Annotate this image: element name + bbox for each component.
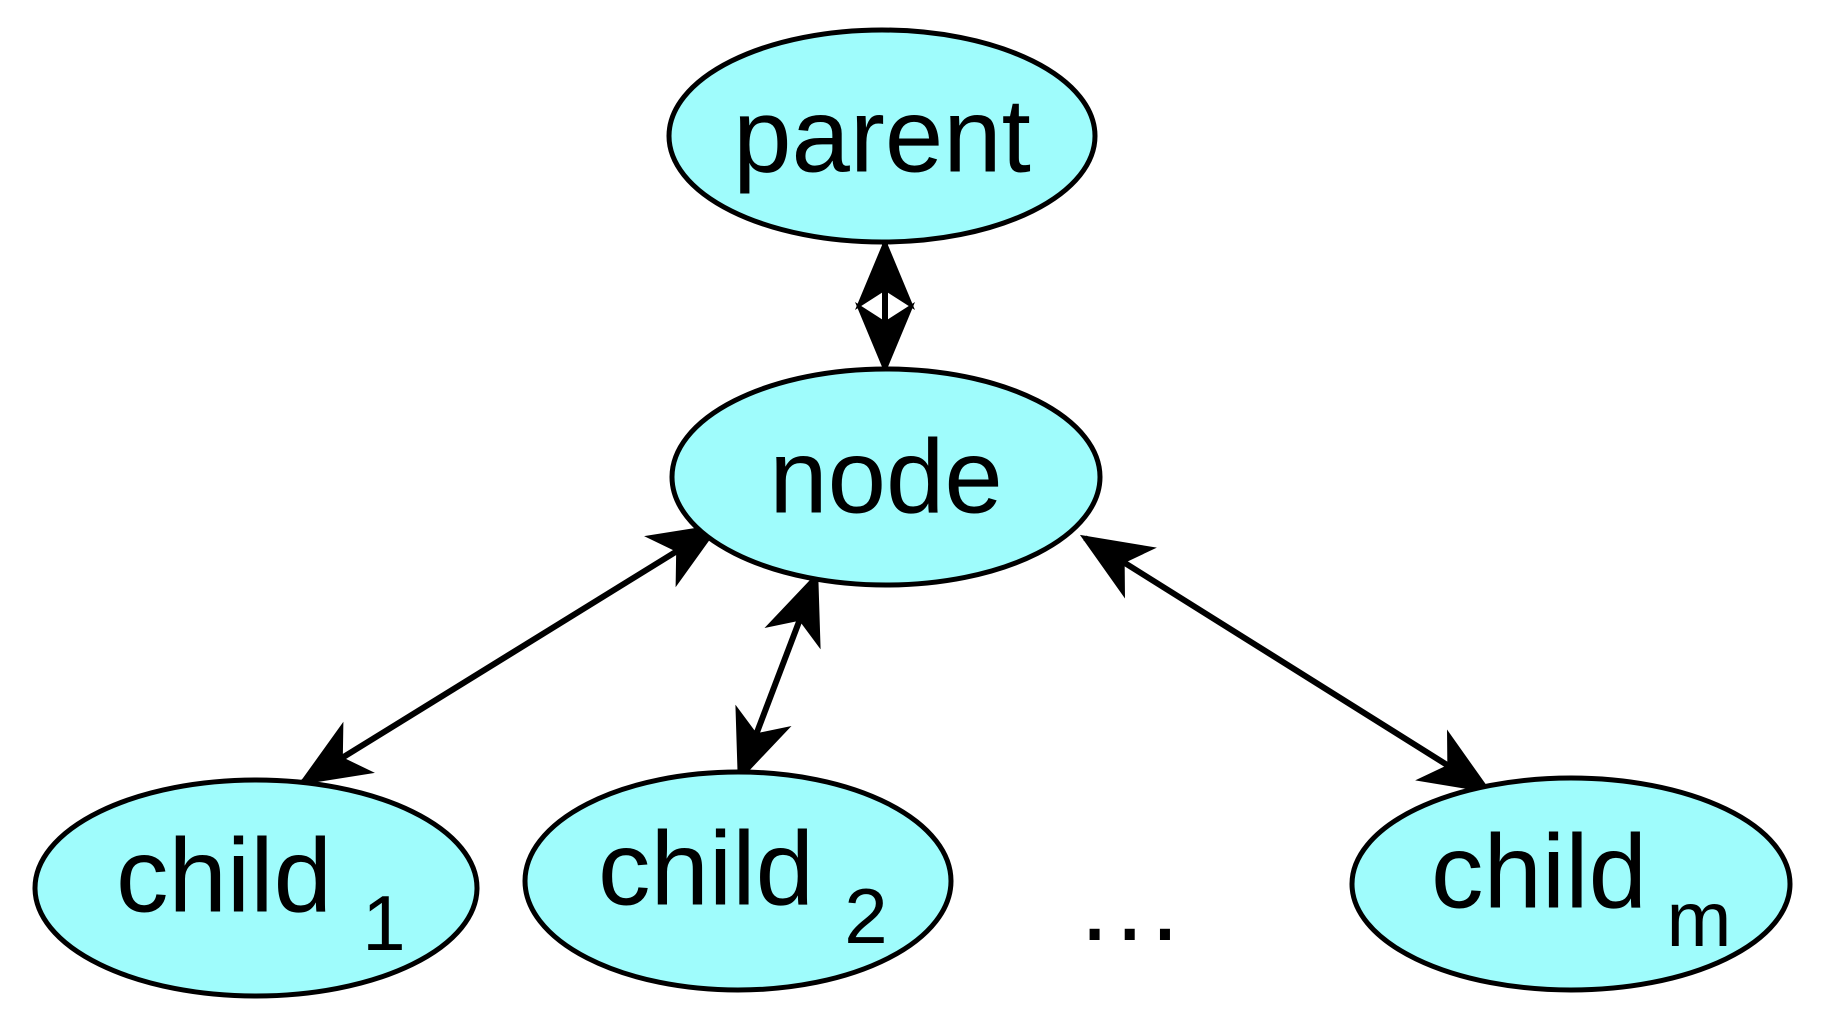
node-child1-subscript: 1 <box>362 879 405 967</box>
node-node-label: node <box>769 419 1003 536</box>
edge-child2-node <box>735 571 821 783</box>
node-parent-ellipse[interactable] <box>666 27 1098 245</box>
node-child1-label: child <box>116 818 332 935</box>
node-child1[interactable]: child 1 <box>32 777 480 999</box>
node-childm-ellipse[interactable] <box>1349 775 1793 993</box>
node-node[interactable]: node <box>669 366 1103 588</box>
edge-childm-node <box>1079 534 1493 794</box>
edge-child1-node <box>297 523 722 786</box>
node-parent-label: parent <box>733 78 1031 195</box>
node-child2-subscript: 2 <box>844 872 887 960</box>
node-node-ellipse[interactable] <box>669 366 1103 588</box>
node-child1-ellipse[interactable] <box>32 777 480 999</box>
node-parent[interactable]: parent <box>666 27 1098 245</box>
edges-group <box>297 238 1493 794</box>
node-childm-subscript: m <box>1667 875 1732 963</box>
node-child2-ellipse[interactable] <box>522 769 954 993</box>
ellipsis-dots: ... <box>1080 846 1186 963</box>
node-childm[interactable]: child m <box>1349 775 1793 993</box>
node-child2[interactable]: child 2 <box>522 769 954 993</box>
node-child2-label: child <box>598 811 814 928</box>
node-childm-label: child <box>1431 814 1647 931</box>
